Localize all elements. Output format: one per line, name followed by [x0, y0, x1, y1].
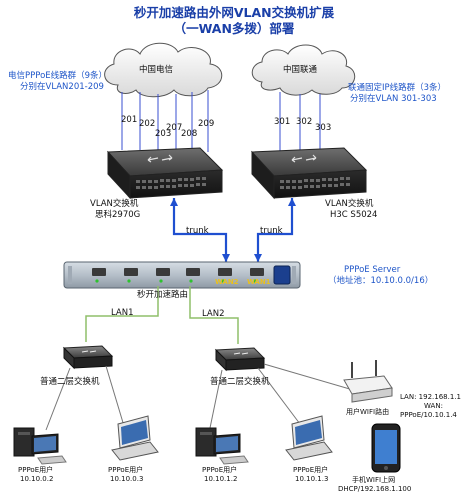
wifi-router-icon: [343, 360, 393, 403]
telecom-note-line1: 电信PPPoE线路群（9条）: [8, 71, 108, 81]
desktop-pc-2-icon: [195, 427, 249, 465]
wifi-lan-ip: LAN: 192.168.1.1: [400, 393, 461, 401]
unicom-note-line1: 联通固定IP线路群（3条）: [348, 83, 447, 93]
vlan-label: 302: [296, 117, 313, 127]
pc1-label-line1: PPPoE用户: [18, 466, 54, 474]
client-cables: [45, 363, 361, 431]
vlan-label: 202: [139, 119, 156, 129]
pc1-label-line2: 10.10.0.2: [20, 475, 54, 483]
l2-switch-left-icon: [62, 345, 114, 370]
telecom-cloud-icon: [104, 42, 223, 98]
trunk-right-label: trunk: [260, 226, 283, 236]
telecom-vlan-lines: [121, 90, 209, 152]
wifi-router-label: 用户WIFI路由: [346, 408, 390, 416]
lan2-label: LAN2: [202, 309, 225, 319]
phone-label-line2: DHCP/192.168.1.100: [338, 485, 412, 493]
lan1-label: LAN1: [111, 308, 134, 318]
trunk-links: [172, 198, 294, 262]
telecom-note-line2: 分别在VLAN201-209: [20, 82, 104, 92]
vlan-label: 201: [121, 115, 138, 125]
wifi-wan-value: PPPoE/10.10.1.4: [400, 411, 457, 419]
desktop-pc-1-icon: [13, 427, 67, 465]
trunk-left-label: trunk: [186, 226, 209, 236]
wan2-port-label: WAN2: [215, 278, 239, 286]
laptop1-label-line1: PPPoE用户: [108, 466, 144, 474]
pppoe-pool-label: （地址池：10.10.0.0/16）: [328, 276, 434, 286]
left-switch-label-line2: 思科2970G: [95, 210, 141, 220]
wan1-port-label: WAN1: [247, 278, 271, 286]
trunk-arrowheads: [170, 198, 296, 262]
laptop1-label-line2: 10.10.0.3: [110, 475, 144, 483]
pppoe-server-label: PPPoE Server: [344, 265, 401, 275]
vlan-label: 209: [198, 119, 215, 129]
l2-switch-right-label: 普通二层交换机: [210, 377, 270, 387]
unicom-cloud-label: 中国联通: [283, 65, 318, 75]
right-switch-label-line2: H3C S5024: [330, 210, 378, 220]
vlan-label: 203: [155, 129, 172, 139]
laptop2-label-line2: 10.10.1.3: [295, 475, 329, 483]
phone-label-line1: 手机WIFI上网: [352, 476, 396, 484]
telecom-cloud-label: 中国电信: [139, 65, 174, 75]
speed-router-icon: [63, 261, 301, 289]
laptop-2-icon: [285, 415, 333, 461]
vlan-label: 208: [181, 129, 198, 139]
smartphone-icon: [371, 423, 401, 473]
pc2-label-line1: PPPoE用户: [202, 466, 238, 474]
vlan-label: 303: [315, 123, 332, 133]
router-name-label: 秒开加速路由: [137, 290, 189, 300]
right-switch-label-line1: VLAN交换机: [325, 199, 374, 209]
vlan-label: 301: [274, 117, 291, 127]
vlan-switch-right-icon: [250, 147, 368, 200]
l2-switch-left-label: 普通二层交换机: [40, 377, 100, 387]
laptop-1-icon: [111, 415, 159, 461]
unicom-cloud-icon: [251, 44, 356, 96]
diagram-title-line1: 秒开加速路由外网VLAN交换机扩展: [133, 5, 335, 20]
laptop2-label-line1: PPPoE用户: [293, 466, 329, 474]
unicom-vlan-lines: [279, 92, 321, 152]
vlan-switch-left-icon: [106, 147, 224, 200]
left-switch-label-line1: VLAN交换机: [90, 199, 139, 209]
diagram-title-line2: （一WAN多拨）部署: [173, 21, 295, 36]
vlan-label: 207: [166, 123, 183, 133]
unicom-note-line2: 分别在VLAN 301-303: [350, 94, 437, 104]
lan-links: [85, 286, 239, 344]
l2-switch-right-icon: [214, 347, 266, 372]
pc2-label-line2: 10.10.1.2: [204, 475, 238, 483]
wifi-wan-label: WAN:: [424, 402, 443, 410]
